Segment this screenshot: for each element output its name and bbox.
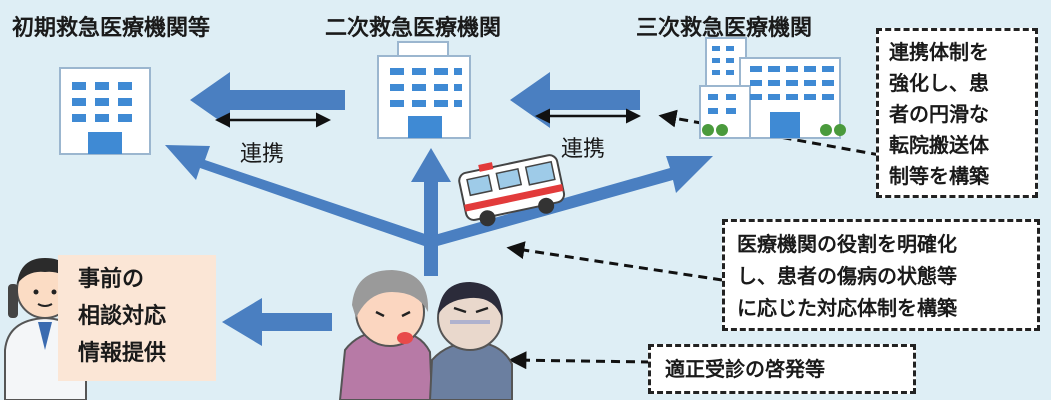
title-tertiary-emergency: 三次救急医療機関 bbox=[636, 16, 813, 41]
title-secondary-emergency: 二次救急医療機関 bbox=[325, 16, 502, 41]
branch-arrows bbox=[165, 145, 713, 276]
link-label-right: 連携 bbox=[561, 137, 606, 162]
callout-transfer-line: 連携体制を bbox=[889, 40, 989, 64]
arrow-right bbox=[431, 156, 713, 247]
tertiary-hospital-building bbox=[699, 37, 846, 139]
callout-transfer-line: 転院搬送体 bbox=[889, 133, 989, 157]
callout-role-clarification: 医療機関の役割を明確化 し、患者の傷病の状態等 に応じた対応体制を構築 bbox=[722, 219, 1040, 331]
arrow-up-shaft bbox=[424, 180, 438, 236]
callout-awareness-text: 適正受診の啓発等 bbox=[665, 357, 825, 381]
consultation-info-box: 事前の 相談対応 情報提供 bbox=[58, 255, 216, 381]
secondary-hospital-building bbox=[377, 41, 471, 139]
consult-line: 情報提供 bbox=[78, 341, 167, 366]
pointer-awareness bbox=[508, 351, 651, 370]
callout-transfer-line: 強化し、患 bbox=[889, 71, 989, 95]
arrow-to-consult bbox=[222, 298, 332, 346]
callout-roles-line: し、患者の傷病の状態等 bbox=[737, 264, 957, 288]
callout-roles-line: 医療機関の役割を明確化 bbox=[737, 232, 957, 256]
link-label-left: 連携 bbox=[240, 142, 285, 167]
primary-hospital-building bbox=[59, 67, 151, 155]
consult-line: 事前の bbox=[78, 267, 145, 292]
callout-transfer-system: 連携体制を 強化し、患 者の円滑な 転院搬送体 制等を構築 bbox=[876, 28, 1038, 198]
callout-transfer-line: 者の円滑な bbox=[889, 102, 989, 126]
ambulance bbox=[458, 154, 566, 227]
patients-illustration bbox=[338, 270, 513, 400]
arrow-up-head bbox=[411, 148, 451, 182]
pointer-roles bbox=[506, 241, 723, 282]
consult-line: 相談対応 bbox=[78, 304, 167, 329]
arrow-tertiary-to-secondary bbox=[510, 72, 640, 128]
callout-transfer-line: 制等を構築 bbox=[889, 164, 989, 188]
callout-roles-line: に応じた対応体制を構築 bbox=[737, 296, 957, 320]
arrow-left bbox=[165, 145, 431, 247]
title-primary-emergency: 初期救急医療機関等 bbox=[12, 16, 211, 41]
callout-awareness: 適正受診の啓発等 bbox=[648, 344, 916, 394]
